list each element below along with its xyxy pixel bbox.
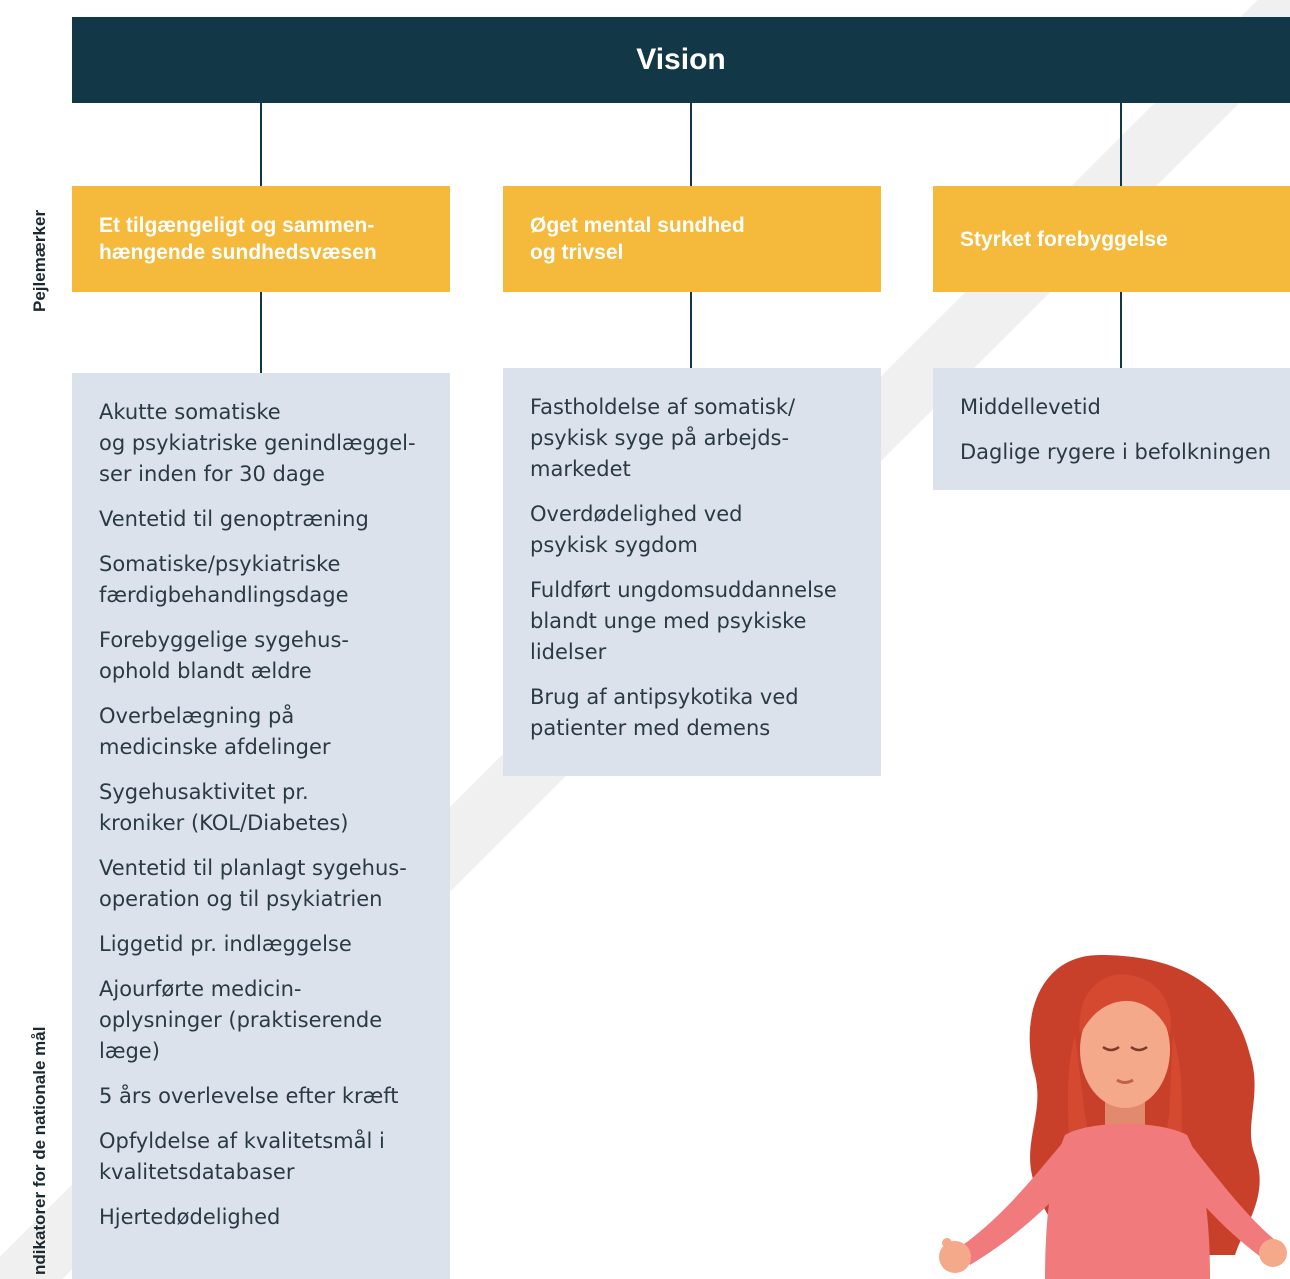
indicator-item: 5 års overlevelse efter kræft — [99, 1084, 399, 1108]
indicator-item: Hjertedødelighed — [99, 1205, 281, 1229]
pillar-prevention: Styrket forebyggelse — [933, 186, 1290, 292]
vision-title: Vision — [636, 43, 726, 76]
pillar-label: Styrket forebyggelse — [960, 227, 1168, 251]
indicator-item: Ajourførte medicin- oplysninger (praktis… — [99, 977, 383, 1063]
connector-pillar-indicators-2 — [690, 292, 692, 368]
pillar-accessible-health: Et tilgængeligt og sammen- hængende sund… — [72, 186, 450, 292]
pillar-label: Et tilgængeligt og sammen- hængende sund… — [99, 214, 377, 264]
meditating-woman-illustration — [939, 955, 1287, 1279]
pillar-label: Øget mental sundhed og trivsel — [530, 214, 745, 264]
indicator-item: Ventetid til genoptræning — [99, 507, 369, 531]
indicator-item: Fuldført ungdomsuddannelse blandt unge m… — [530, 578, 837, 664]
indicator-item: Opfyldelse af kvalitetsmål i kvalitetsda… — [99, 1129, 385, 1184]
indicator-item: Fastholdelse af somatisk/ psykisk syge p… — [530, 395, 796, 481]
connector-vision-pillar-2 — [690, 103, 692, 186]
indicator-item: Akutte somatiske og psykiatriske genindl… — [99, 400, 416, 486]
indicator-item: Daglige rygere i befolkningen — [960, 440, 1272, 464]
indicator-item: Sygehusaktivitet pr. kroniker (KOL/Diabe… — [99, 780, 349, 835]
indicator-item: Overbelægning på medicinske afdelinger — [99, 704, 331, 759]
side-label-indicators: ndikatorer for de nationale mål — [30, 1026, 49, 1275]
indicator-box-prevention: Middellevetid Daglige rygere i befolknin… — [933, 368, 1290, 490]
connector-pillar-indicators-1 — [260, 292, 262, 373]
indicator-item: Somatiske/psykiatriske færdigbehandlings… — [99, 552, 349, 607]
vision-banner: Vision — [72, 17, 1290, 103]
indicator-item: Forebyggelige sygehus- ophold blandt æld… — [99, 628, 349, 683]
pillar-mental-health: Øget mental sundhed og trivsel — [503, 186, 881, 292]
connector-vision-pillar-3 — [1120, 103, 1122, 186]
connector-vision-pillar-1 — [260, 103, 262, 186]
connector-pillar-indicators-3 — [1120, 292, 1122, 368]
indicator-item: Liggetid pr. indlæggelse — [99, 932, 352, 956]
indicator-item: Middellevetid — [960, 395, 1101, 419]
indicator-item: Overdødelighed ved psykisk sygdom — [530, 502, 743, 557]
indicator-box-mental-health: Fastholdelse af somatisk/ psykisk syge p… — [503, 368, 881, 776]
indicator-box-accessible-health: Akutte somatiske og psykiatriske genindl… — [72, 373, 450, 1279]
indicator-item: Brug af antipsykotika ved patienter med … — [530, 685, 799, 740]
indicator-item: Ventetid til planlagt sygehus- operation… — [99, 856, 407, 911]
side-label-pillars: Pejlemærker — [30, 209, 49, 312]
